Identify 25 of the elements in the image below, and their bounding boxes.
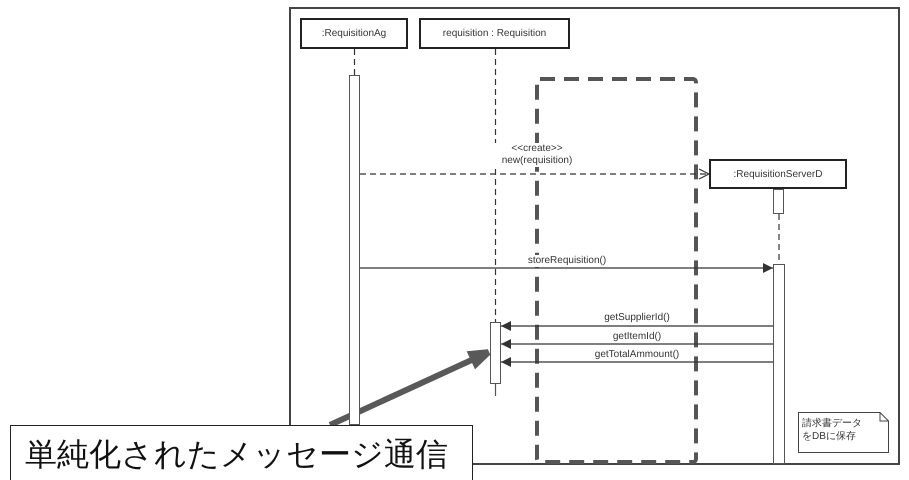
activation-bar: [773, 264, 785, 464]
activation-bar: [490, 322, 501, 384]
callout-text: 単純化されたメッセージ通信: [25, 435, 448, 474]
note-text: 請求書データをDBに保存: [802, 417, 863, 443]
message-arrow: [501, 357, 773, 367]
object-box: [419, 18, 570, 49]
message-label: storeRequisition(): [526, 255, 608, 267]
object-box: [300, 18, 408, 49]
message-label: getSupplierId(): [602, 312, 672, 324]
activation-bar: [349, 75, 360, 425]
message-label: getTotalAmmount(): [592, 349, 682, 361]
object-name: :RequisitionAg: [322, 28, 386, 39]
object-box: [709, 159, 847, 189]
lifeline: [354, 49, 356, 75]
message-label: getItemId(): [610, 331, 664, 343]
object-name: :RequisitionServerD: [734, 168, 822, 180]
create-message-arrow: [360, 168, 710, 180]
activation-bar: [773, 189, 784, 214]
callout-box: [10, 425, 473, 480]
object-name: requisition : Requisition: [442, 28, 546, 39]
note: [798, 412, 889, 453]
lifeline: [494, 49, 496, 322]
message-arrow: [501, 339, 773, 349]
message-arrow: [501, 321, 773, 331]
message-arrow: [360, 263, 773, 273]
